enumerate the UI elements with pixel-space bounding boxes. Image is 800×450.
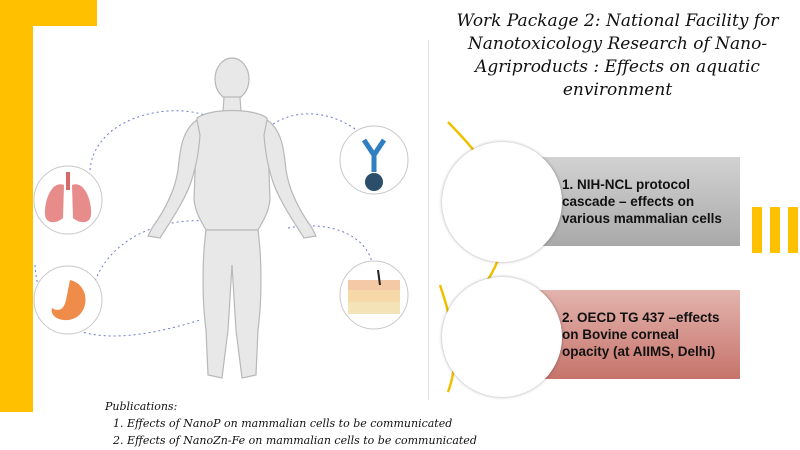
stomach-icon bbox=[33, 265, 103, 335]
accent-stripe bbox=[752, 207, 762, 253]
publications-list: Effects of NanoP on mammalian cells to b… bbox=[105, 415, 477, 449]
human-body-icon bbox=[147, 57, 317, 379]
step-circle-2 bbox=[442, 277, 562, 397]
virus-icon bbox=[365, 173, 383, 191]
accent-stripe bbox=[770, 207, 780, 253]
publications: Publications: Effects of NanoP on mammal… bbox=[105, 398, 477, 449]
accent-stripe bbox=[788, 207, 798, 253]
publication-item: Effects of NanoP on mammalian cells to b… bbox=[127, 415, 477, 432]
step-label-1: 1. NIH-NCL protocol cascade – effects on… bbox=[562, 177, 722, 226]
lungs-icon bbox=[33, 165, 103, 235]
skin-layers-icon bbox=[339, 260, 409, 330]
step-label-2: 2. OECD TG 437 –effects on Bovine cornea… bbox=[562, 310, 720, 359]
antibody-icon bbox=[339, 125, 409, 195]
step-circle-1 bbox=[442, 142, 562, 262]
slide-title: Work Package 2: National Facility for Na… bbox=[456, 11, 779, 100]
vertical-divider bbox=[428, 40, 429, 400]
publication-item: Effects of NanoZn-Fe on mammalian cells … bbox=[127, 432, 477, 449]
publications-heading: Publications: bbox=[105, 400, 178, 413]
